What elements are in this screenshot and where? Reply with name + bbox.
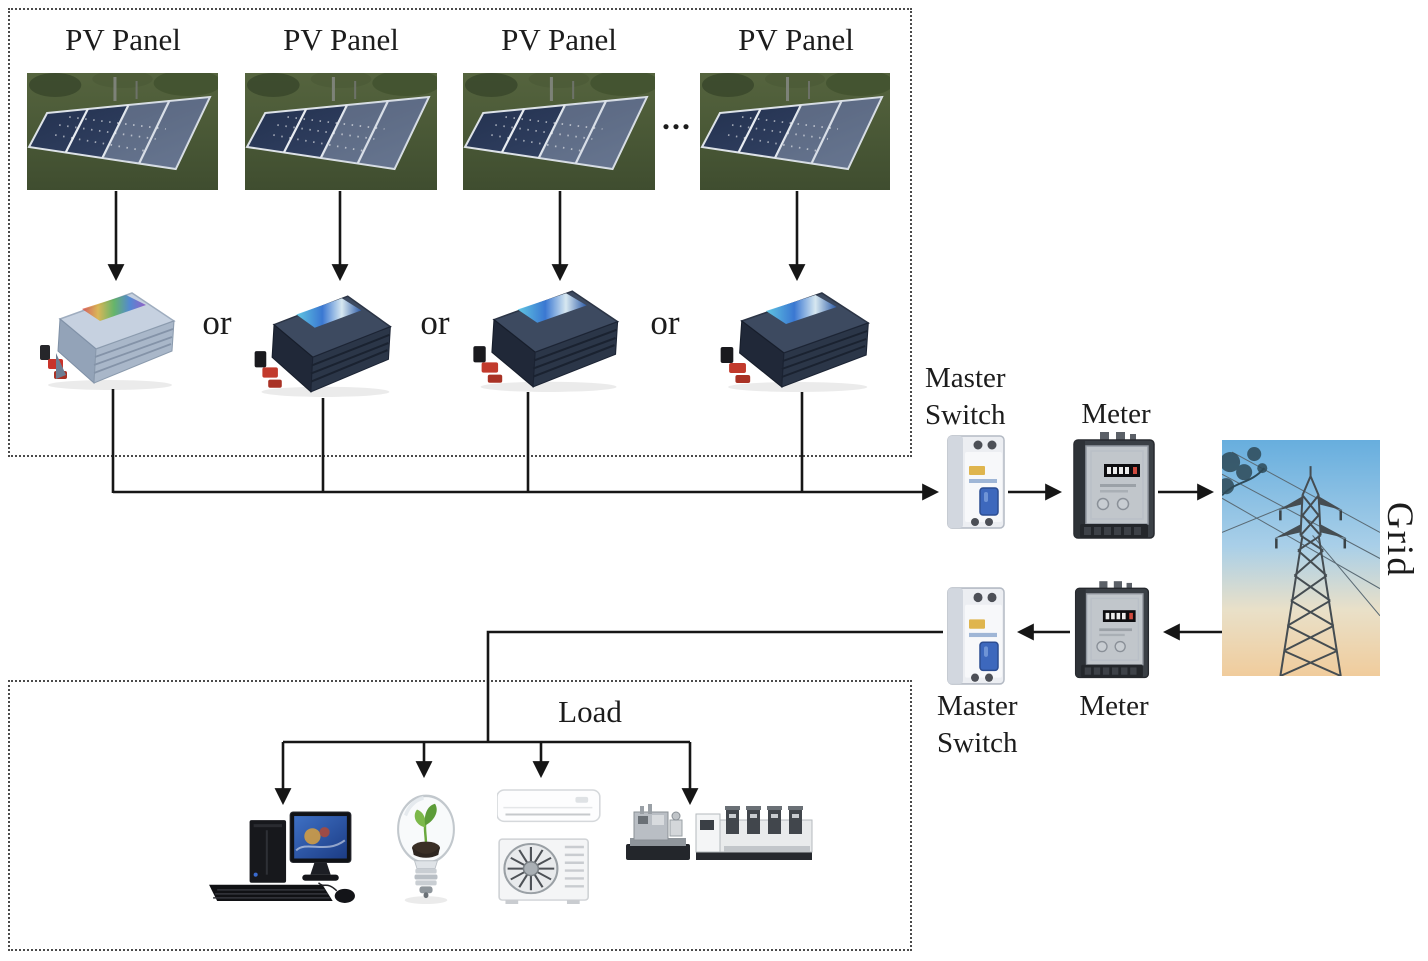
load-label: Load [558,694,622,729]
master-switch-bottom-image [945,586,1007,686]
pv-panel-image-3 [463,73,655,190]
pv-panel-label-2: PV Panel [283,22,399,57]
computer-image [205,810,357,906]
master-switch-top-image [945,434,1007,530]
inverter-image-4 [708,283,882,395]
panel-ellipsis: ... [662,100,692,136]
or-separator-1: or [202,303,232,342]
meter-bottom-label: Meter [1079,690,1149,722]
meter-top-label: Meter [1081,398,1151,430]
master-switch-bottom-label: Master Switch [937,688,1018,762]
or-separator-3: or [650,303,680,342]
master-switch-top-label-line1: Master [925,362,1006,394]
master-switch-bottom-label-line2: Switch [937,727,1018,759]
load-box-border [8,680,912,951]
master-switch-top-label: Master Switch [925,360,1006,434]
grid-image [1222,440,1380,676]
air-conditioner-image [497,788,603,904]
meter-top-image [1070,432,1158,544]
generation-box-border [8,8,912,457]
master-switch-top-label-line2: Switch [925,399,1006,431]
grid-label: Grid [1379,502,1420,578]
meter-bottom-image [1072,578,1152,686]
inverter-image-2 [243,286,403,400]
printing-machines-image [620,802,815,864]
pv-panel-label-4: PV Panel [738,22,854,57]
inverter-image-1 [32,283,187,393]
master-switch-bottom-label-line1: Master [937,690,1018,722]
or-separator-2: or [420,303,450,342]
pv-panel-label-3: PV Panel [501,22,617,57]
pv-panel-label-1: PV Panel [65,22,181,57]
pv-panel-image-1 [27,73,218,190]
light-bulb-image [394,786,458,906]
inverter-image-3 [461,281,631,395]
pv-panel-image-4 [700,73,890,190]
pv-panel-image-2 [245,73,437,190]
